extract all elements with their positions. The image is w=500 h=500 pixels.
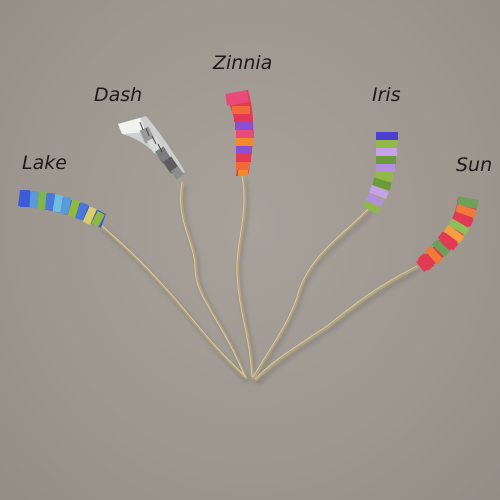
wire-lake bbox=[98, 223, 248, 380]
label-lake: Lake bbox=[22, 152, 67, 174]
wire-highlights bbox=[99, 175, 418, 380]
zinnia-handle bbox=[225, 90, 254, 176]
sun-handle bbox=[416, 196, 479, 272]
wire-sun bbox=[254, 265, 420, 382]
label-iris: Iris bbox=[372, 84, 401, 106]
wire-zinnia bbox=[236, 174, 255, 380]
wire-iris bbox=[252, 206, 372, 380]
wires bbox=[98, 174, 420, 382]
wire-dash bbox=[180, 180, 248, 380]
label-zinnia: Zinnia bbox=[213, 52, 273, 74]
label-sun: Sun bbox=[456, 154, 493, 176]
iris-handle bbox=[363, 132, 398, 214]
label-dash: Dash bbox=[94, 84, 143, 106]
dash-handle bbox=[118, 116, 185, 180]
lake-handle bbox=[18, 190, 106, 228]
